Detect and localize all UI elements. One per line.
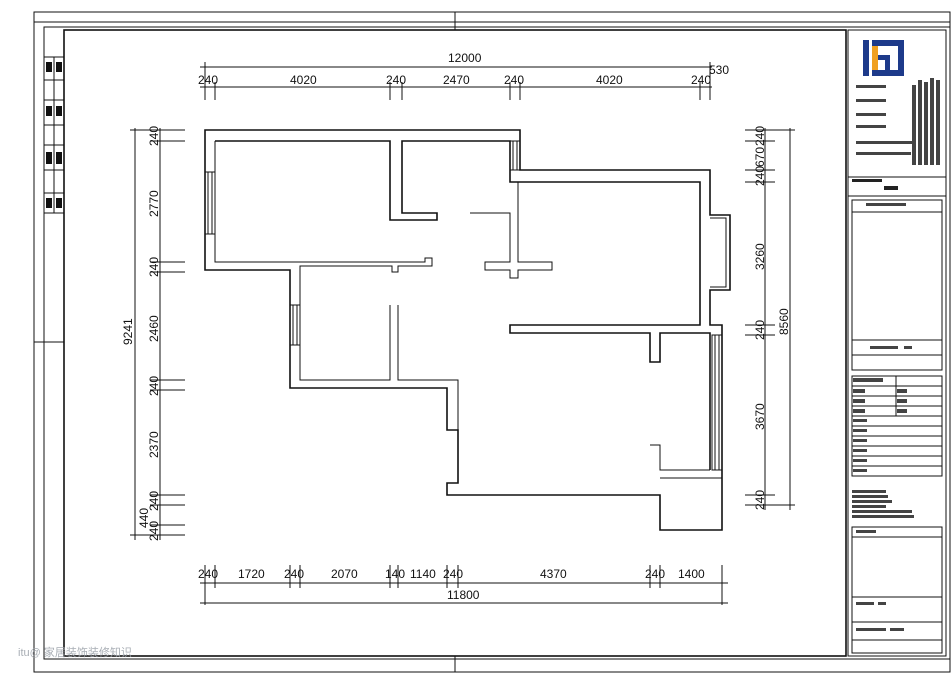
top-dim-segment: 2470	[443, 73, 470, 87]
top-dim-segment: 240	[198, 73, 218, 87]
top-dim-extra: 530	[709, 63, 729, 77]
left-dimension-lines	[130, 128, 185, 540]
right-dim-segment: 240	[753, 166, 767, 186]
title-block	[847, 29, 947, 657]
left-dim-segment: 2460	[147, 315, 161, 342]
top-dim-segment: 240	[691, 73, 711, 87]
left-dim-segment: 240	[147, 521, 161, 541]
right-dim-segment: 3670	[753, 403, 767, 430]
top-dim-segment: 240	[504, 73, 524, 87]
bottom-dim-segment: 1720	[238, 567, 265, 581]
top-dimension-lines	[200, 62, 712, 100]
bottom-dim-segment: 240	[443, 567, 463, 581]
sheet-outer-border	[33, 11, 951, 673]
right-dim-segment: 240	[753, 490, 767, 510]
left-dim-segment: 240	[147, 376, 161, 396]
bottom-dim-segment: 240	[198, 567, 218, 581]
bottom-dim-segment: 1400	[678, 567, 705, 581]
left-dim-segment: 440	[137, 508, 151, 528]
left-dim-segment: 2770	[147, 190, 161, 217]
right-dimension-lines	[745, 128, 795, 510]
left-dim-segment: 240	[147, 257, 161, 277]
top-dim-segment: 240	[386, 73, 406, 87]
right-total-dimension: 8560	[777, 308, 791, 335]
bottom-dim-segment: 140	[385, 567, 405, 581]
bottom-dim-segment: 4370	[540, 567, 567, 581]
top-dim-segment: 4020	[596, 73, 623, 87]
right-dim-segment: 670	[753, 147, 767, 167]
bottom-total-dimension: 11800	[447, 588, 480, 602]
sheet-inner-border	[43, 26, 951, 660]
left-total-dimension: 9241	[121, 318, 135, 345]
revision-strip	[43, 56, 65, 214]
left-dim-segment: 240	[147, 126, 161, 146]
drawing-frame	[63, 29, 847, 657]
top-dim-segment: 4020	[290, 73, 317, 87]
bottom-dim-segment: 2070	[331, 567, 358, 581]
bottom-dim-segment: 1140	[410, 567, 436, 581]
left-dim-segment: 240	[147, 491, 161, 511]
company-logo	[862, 38, 906, 78]
bottom-dim-segment: 240	[284, 567, 304, 581]
bottom-dimension-lines	[200, 565, 728, 605]
top-total-dimension: 12000	[448, 51, 482, 65]
right-dim-segment: 3260	[753, 243, 767, 270]
left-dim-segment: 2370	[147, 431, 161, 458]
floor-plan-walls	[204, 129, 731, 531]
right-dim-segment: 240	[753, 320, 767, 340]
watermark: itu@ 家居装饰装修知识	[18, 645, 132, 659]
right-dim-segment: 240	[753, 126, 767, 146]
bottom-dim-segment: 240	[645, 567, 665, 581]
